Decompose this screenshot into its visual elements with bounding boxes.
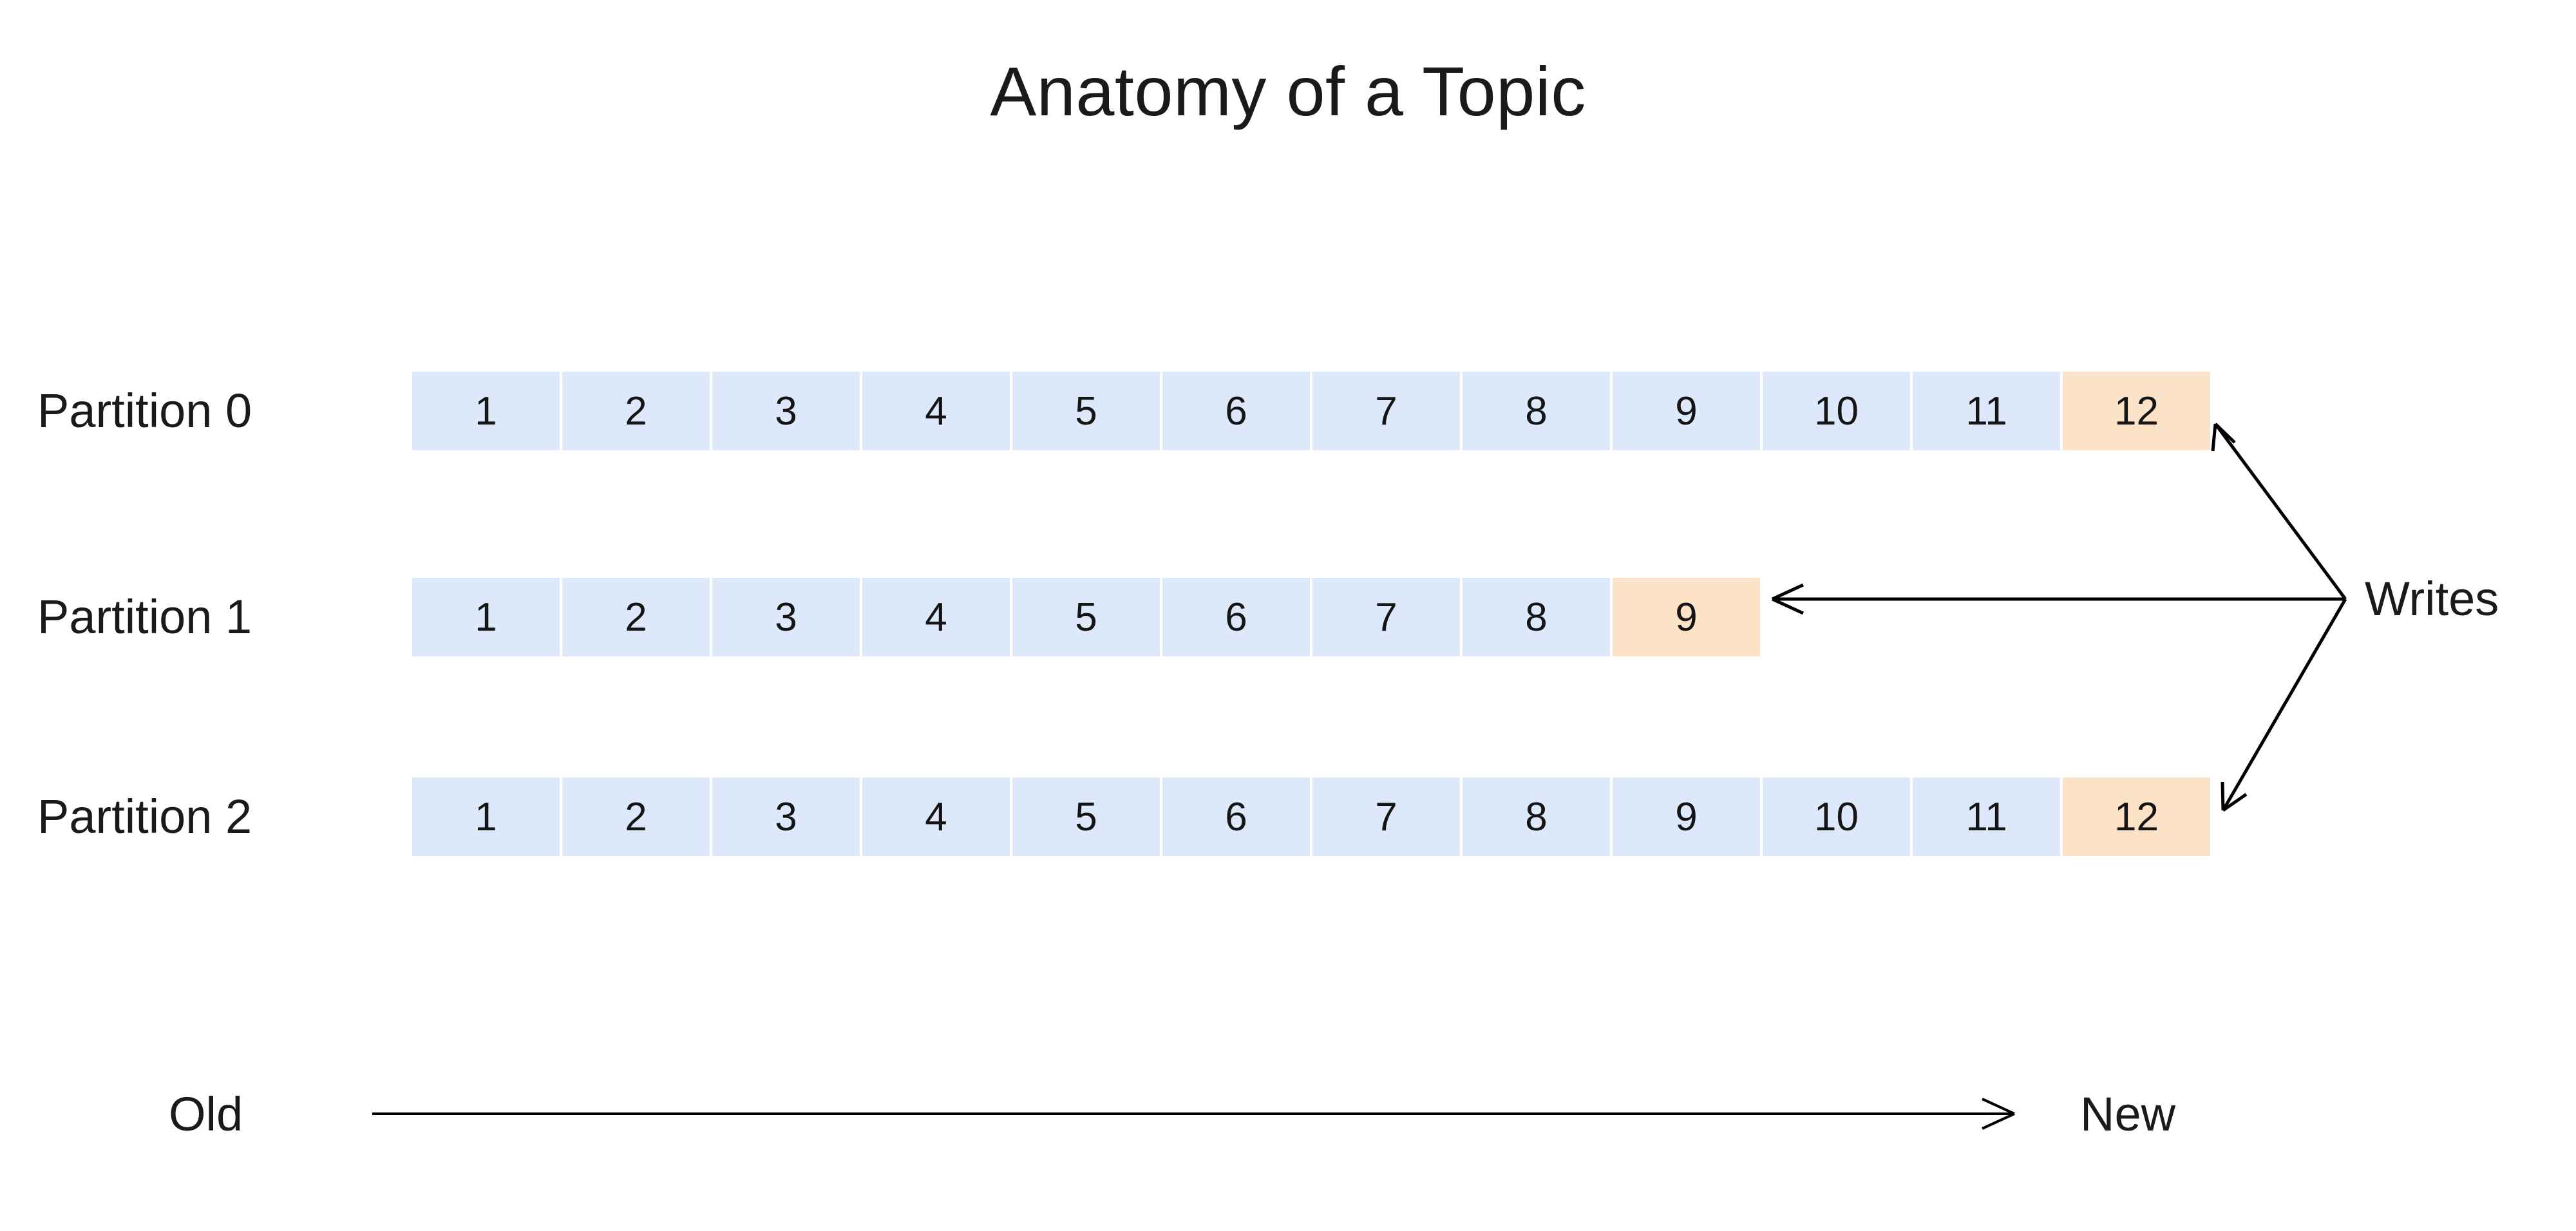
partition-cells-1: 1 2 3 4 5 6 7 8 9 bbox=[412, 578, 1760, 656]
offset-cell[interactable]: 11 bbox=[1913, 372, 2060, 450]
writes-label: Writes bbox=[2365, 572, 2499, 625]
offset-cell[interactable]: 1 bbox=[412, 778, 560, 856]
offset-cell-next-write[interactable]: 9 bbox=[1613, 578, 1760, 656]
offset-cell[interactable]: 2 bbox=[562, 372, 710, 450]
offset-cell[interactable]: 5 bbox=[1012, 778, 1160, 856]
offset-cell[interactable]: 4 bbox=[862, 778, 1010, 856]
offset-cell[interactable]: 3 bbox=[712, 578, 860, 656]
offset-cell[interactable]: 7 bbox=[1312, 778, 1460, 856]
offset-cell[interactable]: 6 bbox=[1162, 778, 1310, 856]
offset-cell[interactable]: 5 bbox=[1012, 578, 1160, 656]
partition-label-2: Partition 2 bbox=[37, 790, 252, 843]
partition-label-0: Partition 0 bbox=[37, 384, 252, 437]
offset-cell[interactable]: 6 bbox=[1162, 578, 1310, 656]
offset-cell[interactable]: 1 bbox=[412, 372, 560, 450]
time-axis-arrow bbox=[372, 1098, 2015, 1130]
writes-arrow-to-partition-0 bbox=[2211, 423, 2347, 600]
partition-cells-0: 1 2 3 4 5 6 7 8 9 10 11 12 bbox=[412, 372, 2210, 450]
offset-cell[interactable]: 5 bbox=[1012, 372, 1160, 450]
partition-cells-2: 1 2 3 4 5 6 7 8 9 10 11 12 bbox=[412, 778, 2210, 856]
offset-cell-next-write[interactable]: 12 bbox=[2063, 778, 2210, 856]
offset-cell[interactable]: 10 bbox=[1763, 372, 1910, 450]
offset-cell[interactable]: 10 bbox=[1763, 778, 1910, 856]
offset-cell[interactable]: 2 bbox=[562, 578, 710, 656]
offset-cell[interactable]: 4 bbox=[862, 578, 1010, 656]
offset-cell[interactable]: 7 bbox=[1312, 578, 1460, 656]
old-label: Old bbox=[169, 1087, 243, 1141]
offset-cell[interactable]: 7 bbox=[1312, 372, 1460, 450]
offset-cell[interactable]: 8 bbox=[1463, 372, 1610, 450]
offset-cell[interactable]: 9 bbox=[1613, 778, 1760, 856]
offset-cell[interactable]: 3 bbox=[712, 372, 860, 450]
page-title: Anatomy of a Topic bbox=[990, 52, 1586, 130]
writes-arrow-to-partition-1 bbox=[1771, 583, 2345, 615]
offset-cell[interactable]: 9 bbox=[1613, 372, 1760, 450]
offset-cell[interactable]: 2 bbox=[562, 778, 710, 856]
offset-cell[interactable]: 8 bbox=[1463, 578, 1610, 656]
offset-cell[interactable]: 11 bbox=[1913, 778, 2060, 856]
offset-cell[interactable]: 1 bbox=[412, 578, 560, 656]
offset-cell[interactable]: 4 bbox=[862, 372, 1010, 450]
offset-cell[interactable]: 6 bbox=[1162, 372, 1310, 450]
offset-cell-next-write[interactable]: 12 bbox=[2063, 372, 2210, 450]
writes-arrow-to-partition-2 bbox=[2221, 598, 2347, 812]
partition-label-1: Partition 1 bbox=[37, 590, 252, 644]
new-label: New bbox=[2080, 1087, 2176, 1141]
offset-cell[interactable]: 8 bbox=[1463, 778, 1610, 856]
offset-cell[interactable]: 3 bbox=[712, 778, 860, 856]
